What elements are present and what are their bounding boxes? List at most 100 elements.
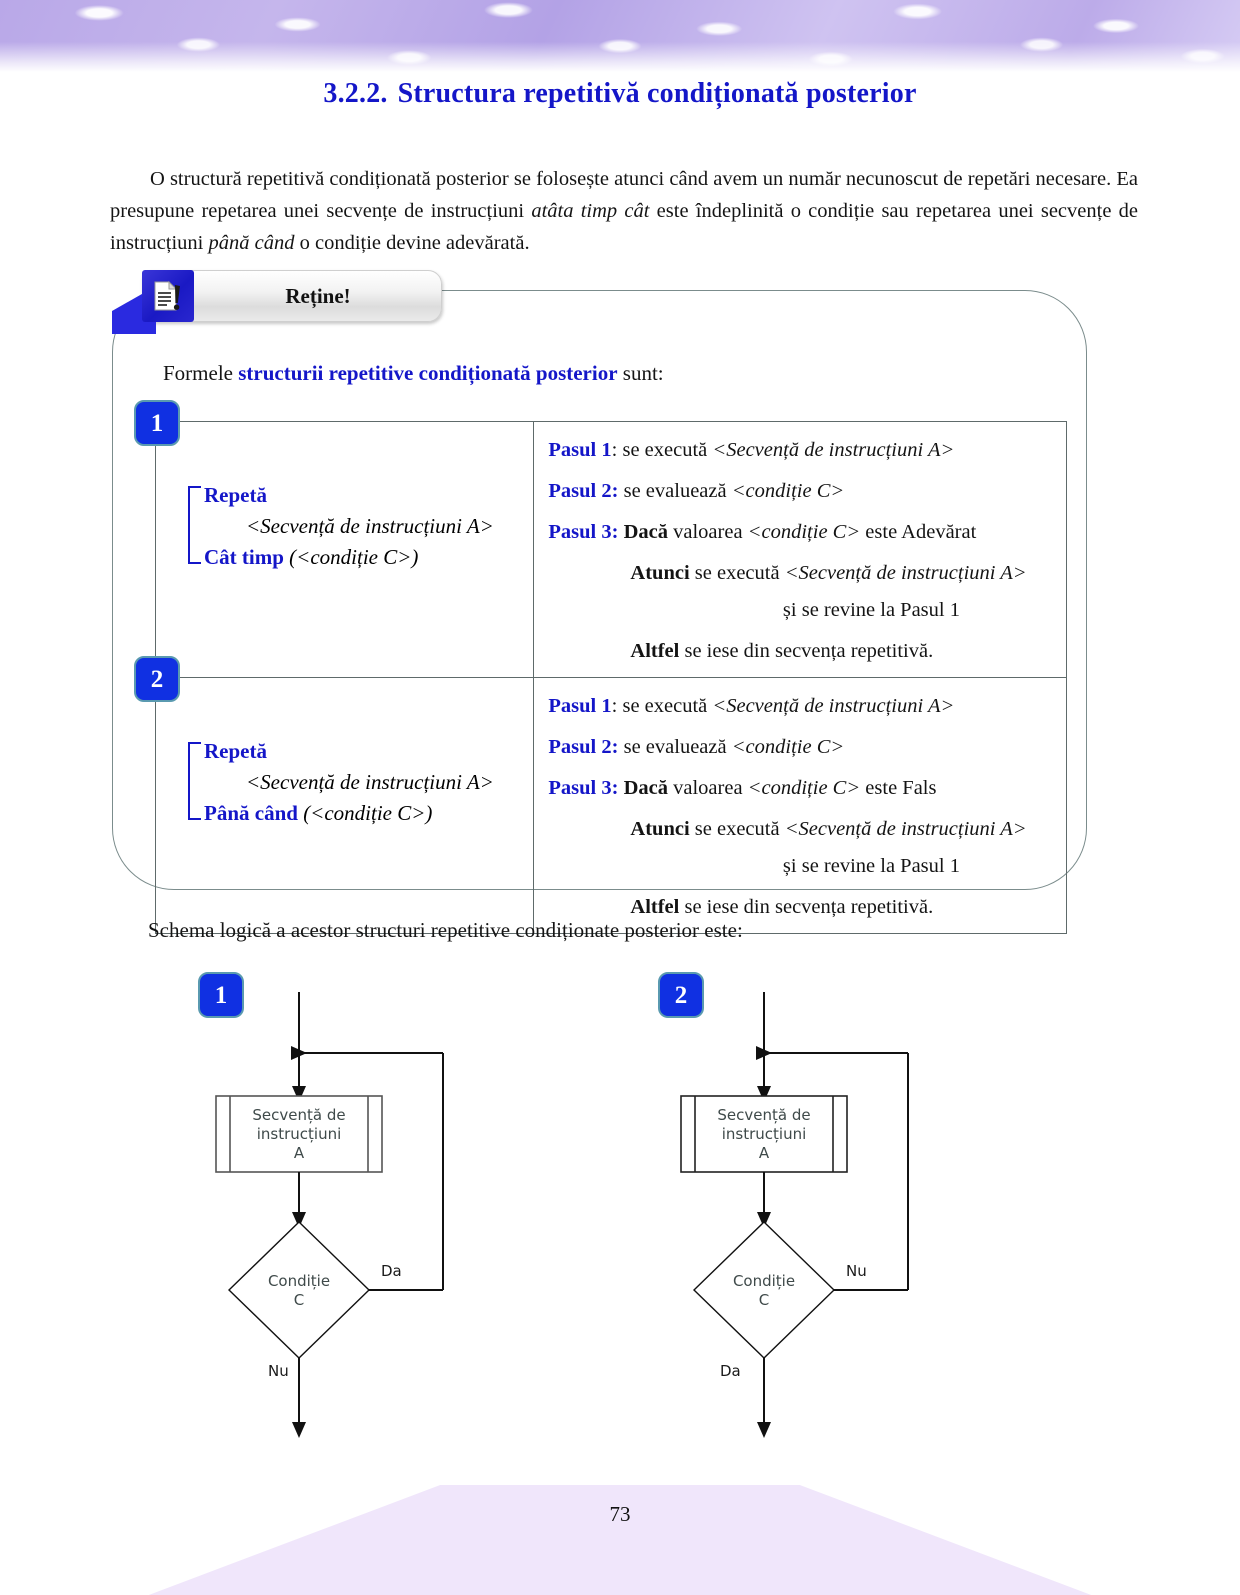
row-badge-1: 1 — [134, 400, 180, 446]
branch-label-right: Da — [381, 1262, 402, 1280]
step-2-label: Pasul 2: — [548, 736, 619, 758]
step-1: Pasul 1: se execută <Secvență de instruc… — [548, 692, 1052, 720]
steps-cell-2: Pasul 1: se execută <Secvență de instruc… — [533, 677, 1067, 934]
step-1-label: Pasul 1 — [548, 439, 612, 461]
steps-block-2: Pasul 1: se execută <Secvență de instruc… — [534, 678, 1066, 933]
step-atunci: Atunci se execută <Secvență de instrucți… — [548, 815, 1052, 843]
step-3-label: Pasul 3: — [548, 777, 619, 799]
step-1: Pasul 1: se execută <Secvență de instruc… — [548, 436, 1052, 464]
page-title: 3.2.2. Structura repetitivă condiționată … — [0, 78, 1240, 110]
pseudocode-condition-arg: (<condiție C>) — [283, 545, 419, 569]
pseudocode-block-2: Repetă <Secvență de instrucțiuni A> Până… — [188, 736, 494, 829]
pseudocode-line-repeta: Repetă — [204, 483, 267, 507]
flowchart-badge-2: 2 — [658, 972, 704, 1018]
pseudocode-line-sequence: <Secvență de instrucțiuni A> — [246, 514, 494, 538]
pseudocode-keyword: Până când — [204, 801, 298, 825]
pseudocode-line-condition: Cât timp (<condiție C>) — [204, 542, 494, 573]
step-revine: și se revine la Pasul 1 — [782, 855, 960, 877]
step-altfel-text: se iese din secvența repetitivă. — [679, 640, 934, 662]
pseudocode-cell-2: 2 Repetă <Secvență de instrucțiuni A> Pâ… — [134, 656, 535, 934]
branch-label-right: Nu — [846, 1262, 867, 1280]
flowchart-1: 1 Secvență de instrucțiuni A Condiție C … — [198, 968, 468, 1443]
row-badge-2: 2 — [134, 656, 180, 702]
intro-part-3: o condiție devine adevărată. — [294, 231, 530, 254]
pseudocode-cell-1: 1 Repetă <Secvență de instrucțiuni A> Câ… — [134, 400, 535, 678]
process-label-line1: Secvență de — [717, 1106, 810, 1124]
intro-part-2: este îndeplinită o condiție sau repetare… — [110, 199, 1139, 254]
loop-bracket-icon — [188, 486, 201, 564]
step-altfel: Altfel se iese din secvența repetitivă. — [548, 637, 1052, 665]
step-2-text: se evaluează — [618, 736, 732, 758]
step-1-label: Pasul 1 — [548, 695, 612, 717]
step-altfel-keyword: Altfel — [630, 640, 680, 662]
lead-suffix: sunt: — [617, 361, 664, 385]
intro-part-1: O structură repetitivă condiționată post… — [110, 167, 1138, 222]
branch-label-down: Nu — [268, 1362, 289, 1380]
step-3-text: valoarea — [668, 521, 748, 543]
step-3-keyword: Dacă — [618, 777, 668, 799]
step-2-emphasis: <condiție C> — [731, 736, 845, 758]
step-atunci-text: se execută — [689, 562, 785, 584]
table-row: 2 Repetă <Secvență de instrucțiuni A> Pâ… — [134, 656, 1067, 934]
flowchart-svg-1: Secvență de instrucțiuni A Condiție C Da… — [215, 992, 444, 1438]
process-label-line1: Secvență de — [252, 1106, 345, 1124]
pseudocode-keyword: Cât timp — [204, 545, 284, 569]
flowchart-svg-2: Secvență de instrucțiuni A Condiție C Nu… — [680, 992, 909, 1438]
retine-callout: Formele structurii repetitive condiționa… — [112, 262, 1096, 934]
section-number: 3.2.2. — [323, 78, 388, 109]
pseudocode-condition-arg: (<condiție C>) — [297, 801, 433, 825]
flowchart-2: 2 Secvență de instrucțiuni A Condiție C … — [658, 968, 928, 1443]
step-atunci-emphasis: <Secvență de instrucțiuni A> — [784, 818, 1027, 840]
step-atunci-keyword: Atunci — [630, 562, 690, 584]
lead-bold: structurii repetitive condiționată poste… — [238, 361, 618, 385]
table-row: 1 Repetă <Secvență de instrucțiuni A> Câ… — [134, 400, 1067, 678]
decision-label-line1: Condiție — [268, 1272, 330, 1290]
step-2: Pasul 2: se evaluează <condiție C> — [548, 733, 1052, 761]
step-2: Pasul 2: se evaluează <condiție C> — [548, 477, 1052, 505]
step-atunci-emphasis: <Secvență de instrucțiuni A> — [784, 562, 1027, 584]
pseudocode-block-1: Repetă <Secvență de instrucțiuni A> Cât … — [188, 480, 494, 573]
steps-block-1: Pasul 1: se execută <Secvență de instruc… — [534, 422, 1066, 677]
lead-prefix: Formele — [163, 361, 239, 385]
step-3: Pasul 3: Dacă valoarea <condiție C> este… — [548, 774, 1052, 802]
step-2-label: Pasul 2: — [548, 480, 619, 502]
page-number: 73 — [609, 1502, 631, 1526]
callout-tab-label: Reține! — [285, 283, 351, 308]
callout-lead-text: Formele structurii repetitive condiționa… — [163, 361, 664, 386]
step-revine: și se revine la Pasul 1 — [782, 599, 960, 621]
step-3-text: valoarea — [668, 777, 748, 799]
step-altfel-keyword: Altfel — [630, 896, 680, 918]
step-3-tail: este Adevărat — [860, 521, 977, 543]
section-title-text: Structura repetitivă condiționată poster… — [397, 78, 917, 109]
decision-label-line2: C — [759, 1291, 769, 1309]
step-2-text: se evaluează — [618, 480, 732, 502]
decision-label-line2: C — [294, 1291, 304, 1309]
steps-cell-1: Pasul 1: se execută <Secvență de instruc… — [533, 421, 1067, 678]
step-altfel-text: se iese din secvența repetitivă. — [679, 896, 934, 918]
step-atunci-keyword: Atunci — [630, 818, 690, 840]
step-3-tail: este Fals — [860, 777, 937, 799]
intro-emphasis-2: până când — [208, 231, 295, 254]
callout-body: Formele structurii repetitive condiționa… — [112, 290, 1087, 934]
step-altfel: Altfel se iese din secvența repetitivă. — [548, 893, 1052, 921]
intro-emphasis-1: atâta timp cât — [531, 199, 650, 222]
decorative-header-banner — [0, 0, 1240, 72]
pseudocode-line-condition: Până când (<condiție C>) — [204, 798, 494, 829]
step-1-emphasis: <Secvență de instrucțiuni A> — [712, 695, 955, 717]
loop-bracket-icon — [188, 742, 201, 820]
intro-paragraph: O structură repetitivă condiționată post… — [110, 163, 1138, 259]
process-label-line2: instrucțiuni — [722, 1125, 807, 1143]
forms-table: 1 Repetă <Secvență de instrucțiuni A> Câ… — [134, 400, 1067, 934]
pseudocode-line-repeta: Repetă — [204, 739, 267, 763]
step-3-emphasis: <condiție C> — [747, 521, 861, 543]
flowchart-badge-1: 1 — [198, 972, 244, 1018]
step-3-label: Pasul 3: — [548, 521, 619, 543]
step-1-text: : se execută — [611, 695, 713, 717]
step-3: Pasul 3: Dacă valoarea <condiție C> este… — [548, 518, 1052, 546]
step-1-text: : se execută — [611, 439, 713, 461]
step-3-keyword: Dacă — [618, 521, 668, 543]
schema-intro-line: Schema logică a acestor structuri repeti… — [148, 918, 743, 942]
step-atunci: Atunci se execută <Secvență de instrucți… — [548, 559, 1052, 587]
decision-label-line1: Condiție — [733, 1272, 795, 1290]
pseudocode-line-sequence: <Secvență de instrucțiuni A> — [246, 770, 494, 794]
